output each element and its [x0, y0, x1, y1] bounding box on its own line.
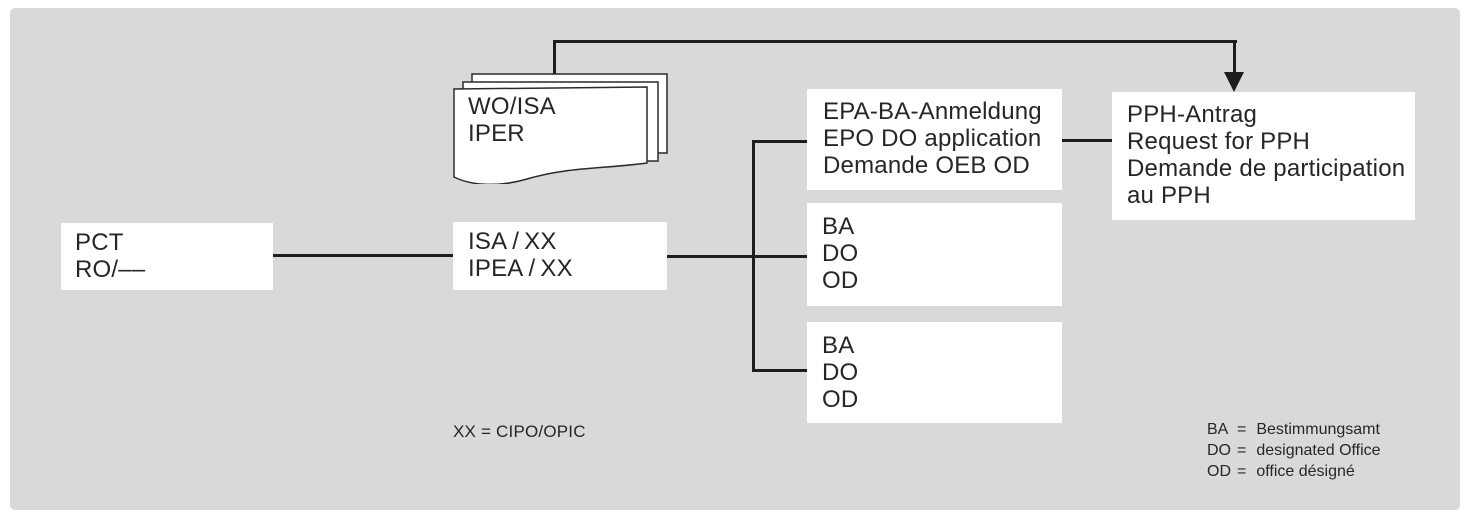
legend-equals: =	[1237, 442, 1247, 459]
legend-row: OD = office désigné	[1207, 461, 1381, 482]
document-stack-label: WO/ISA IPER	[468, 93, 556, 147]
legend-abbr: OD	[1207, 463, 1231, 480]
connector-branch-to-ba-bottom	[752, 369, 807, 372]
document-line: IPER	[468, 120, 525, 147]
legend-xx: XX = CIPO/OPIC	[453, 422, 586, 441]
connector-branch-to-epa	[752, 140, 807, 143]
node-line: Request for PPH	[1127, 128, 1311, 155]
node-pph-request: PPH-Antrag Request for PPH Demande de pa…	[1112, 92, 1415, 220]
node-line: EPO DO application	[823, 125, 1042, 152]
node-line: DO	[822, 240, 859, 267]
node-line: BA	[822, 332, 855, 359]
node-line: Demande de participation	[1127, 155, 1406, 182]
node-ba-do-od-bottom: BA DO OD	[807, 322, 1062, 423]
connector-isa-to-ba-top	[667, 255, 807, 258]
legend-row: BA = Bestimmungsamt	[1207, 419, 1381, 440]
legend-abbr: DO	[1207, 442, 1231, 459]
node-epa-do-application: EPA-BA-Anmeldung EPO DO application Dema…	[807, 89, 1062, 190]
node-line: PPH-Antrag	[1127, 101, 1258, 128]
node-isa-ipea: ISA / XX IPEA / XX	[453, 222, 667, 290]
node-line: BA	[822, 213, 855, 240]
node-line: Demande OEB OD	[823, 152, 1030, 179]
legend-equals: =	[1237, 463, 1247, 480]
legend-abbreviations: BA = Bestimmungsamt DO = designated Offi…	[1207, 419, 1381, 482]
node-ba-do-od-top: BA DO OD	[807, 203, 1062, 306]
legend-abbr: BA	[1207, 421, 1229, 438]
arrow-to-pph-vertical	[1233, 40, 1236, 73]
node-line: PCT	[75, 229, 124, 256]
node-line: OD	[822, 267, 859, 294]
node-line: au PPH	[1127, 182, 1211, 209]
arrow-from-documents-vertical	[553, 40, 556, 75]
document-line: WO/ISA	[468, 93, 556, 120]
node-line: OD	[822, 386, 859, 413]
legend-definition: office désigné	[1256, 463, 1355, 480]
node-line: ISA / XX	[468, 228, 557, 255]
arrowhead-down-icon	[1224, 72, 1244, 92]
document-page-front	[453, 86, 648, 184]
node-line: DO	[822, 359, 859, 386]
connector-branch-vertical	[752, 140, 755, 372]
legend-definition: Bestimmungsamt	[1256, 421, 1380, 438]
connector-epa-to-pph	[1062, 139, 1112, 142]
node-line: RO/––	[75, 256, 146, 283]
node-line: IPEA / XX	[468, 255, 573, 282]
node-line: EPA-BA-Anmeldung	[823, 98, 1042, 125]
arrow-top-horizontal	[553, 40, 1237, 43]
legend-row: DO = designated Office	[1207, 440, 1381, 461]
legend-definition: designated Office	[1256, 442, 1381, 459]
node-pct-ro: PCT RO/––	[61, 223, 273, 290]
document-stack-icon	[453, 73, 668, 184]
connector-pct-to-isa	[273, 254, 453, 257]
legend-equals: =	[1237, 421, 1247, 438]
